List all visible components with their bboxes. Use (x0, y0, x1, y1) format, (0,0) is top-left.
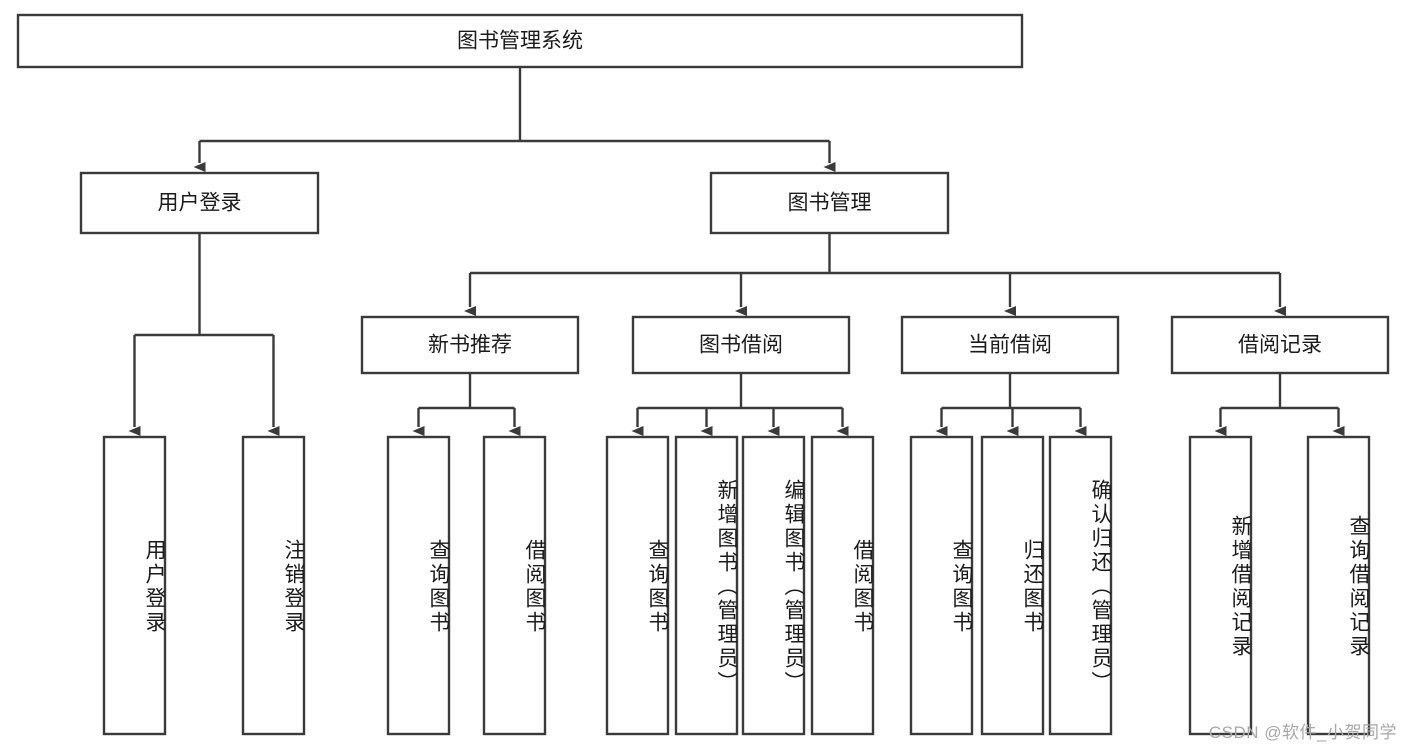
node-box-new-book-rec[interactable] (360, 315, 580, 375)
node-box-user-login[interactable] (79, 171, 320, 235)
node-label-book-manage: 图书管理 (788, 192, 872, 215)
node-box-leaf-query-book-current[interactable] (909, 435, 974, 736)
node-label-leaf-confirm-return: 确认归还（管理员） (1089, 478, 1111, 695)
node-label-leaf-edit-book: 编辑图书（管理员） (782, 478, 804, 695)
node-label-wrap-leaf-query-book-rec: 查询图书 (388, 539, 449, 635)
node-label-leaf-borrow-book: 借阅图书 (851, 538, 873, 635)
node-box-leaf-borrow-book[interactable] (810, 435, 875, 736)
node-label-user-login: 用户登录 (158, 192, 242, 215)
node-label-leaf-borrow-book-rec: 借阅图书 (523, 538, 545, 635)
node-label-wrap-leaf-borrow-book-rec: 借阅图书 (484, 539, 545, 635)
node-label-leaf-add-record: 新增借阅记录 (1229, 514, 1251, 659)
node-box-leaf-query-book-rec[interactable] (386, 435, 451, 736)
node-box-leaf-user-login[interactable] (102, 435, 167, 736)
node-box-current-borrow[interactable] (900, 315, 1120, 375)
node-label-current-borrow: 当前借阅 (968, 334, 1052, 357)
node-label-wrap-leaf-borrow-book: 借阅图书 (812, 539, 873, 635)
node-label-leaf-add-book: 新增图书（管理员） (715, 478, 737, 695)
node-label-wrap-leaf-edit-book: 编辑图书（管理员） (743, 479, 804, 695)
node-label-leaf-query-book-current: 查询图书 (950, 538, 972, 635)
node-box-leaf-add-book[interactable] (674, 435, 739, 736)
connector-lines (128, 67, 1345, 436)
node-label-wrap-leaf-query-record: 查询借阅记录 (1308, 515, 1369, 659)
node-box-leaf-return-book[interactable] (980, 435, 1045, 736)
node-label-wrap-leaf-query-book-borrow: 查询图书 (607, 539, 668, 635)
node-label-leaf-user-login: 用户登录 (143, 538, 165, 635)
node-label-book-borrow: 图书借阅 (699, 334, 783, 357)
node-box-book-borrow[interactable] (631, 315, 851, 375)
node-label-wrap-leaf-user-login: 用户登录 (104, 539, 165, 635)
node-label-leaf-query-book-borrow: 查询图书 (646, 538, 668, 635)
node-label-wrap-leaf-add-book: 新增图书（管理员） (676, 479, 737, 695)
node-box-leaf-add-record[interactable] (1188, 435, 1253, 736)
node-label-borrow-record: 借阅记录 (1238, 334, 1322, 357)
node-label-leaf-query-record: 查询借阅记录 (1347, 514, 1369, 659)
node-box-borrow-record[interactable] (1170, 315, 1390, 375)
node-boxes (16, 13, 1390, 736)
node-label-wrap-leaf-add-record: 新增借阅记录 (1190, 515, 1251, 659)
node-box-leaf-logout[interactable] (241, 435, 306, 736)
node-label-wrap-leaf-return-book: 归还图书 (982, 539, 1043, 635)
node-box-leaf-edit-book[interactable] (741, 435, 806, 736)
node-box-book-manage[interactable] (709, 171, 950, 235)
node-box-leaf-borrow-book-rec[interactable] (482, 435, 547, 736)
node-label-leaf-logout: 注销登录 (282, 538, 304, 635)
node-label-root: 图书管理系统 (457, 30, 583, 53)
node-box-root[interactable] (16, 13, 1024, 69)
node-box-leaf-confirm-return[interactable] (1048, 435, 1113, 736)
node-label-new-book-rec: 新书推荐 (428, 334, 512, 357)
node-label-wrap-leaf-query-book-current: 查询图书 (911, 539, 972, 635)
node-label-wrap-leaf-confirm-return: 确认归还（管理员） (1050, 479, 1111, 695)
node-label-leaf-query-book-rec: 查询图书 (427, 538, 449, 635)
node-box-leaf-query-book-borrow[interactable] (605, 435, 670, 736)
node-box-leaf-query-record[interactable] (1306, 435, 1371, 736)
node-label-leaf-return-book: 归还图书 (1021, 538, 1043, 635)
node-label-wrap-leaf-logout: 注销登录 (243, 539, 304, 635)
